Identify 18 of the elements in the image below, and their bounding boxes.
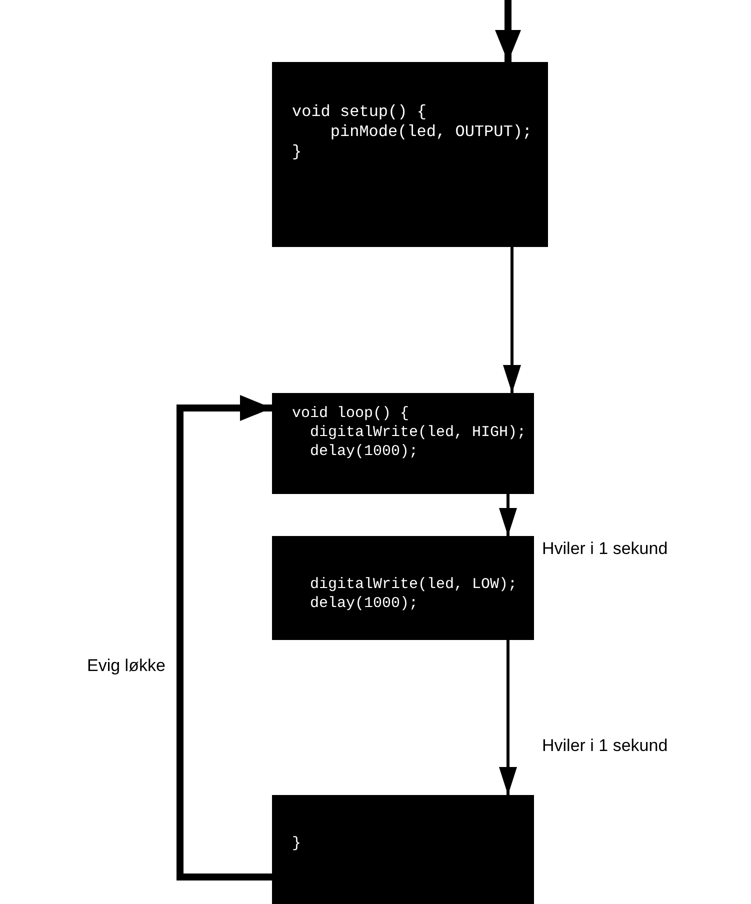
code-line: digitalWrite(led, LOW); (310, 576, 518, 595)
arrow (503, 247, 521, 393)
code-line: delay(1000); (310, 442, 418, 462)
code-line: void loop() { (292, 405, 410, 424)
code-line: digitalWrite(led, HIGH); (310, 424, 526, 442)
arrow (176, 395, 272, 880)
arrow (499, 494, 517, 536)
code-line: } (292, 835, 302, 854)
code-line: } (292, 142, 302, 162)
code-box (272, 536, 534, 640)
arrow (499, 640, 517, 795)
code-line: delay(1000); (310, 594, 418, 614)
code-box (272, 795, 534, 904)
arrow (495, 0, 521, 62)
code-box (272, 393, 534, 494)
code-line: pinMode(led, OUTPUT); (330, 122, 532, 142)
code-box (272, 62, 548, 247)
code-line: void setup() { (292, 102, 426, 122)
